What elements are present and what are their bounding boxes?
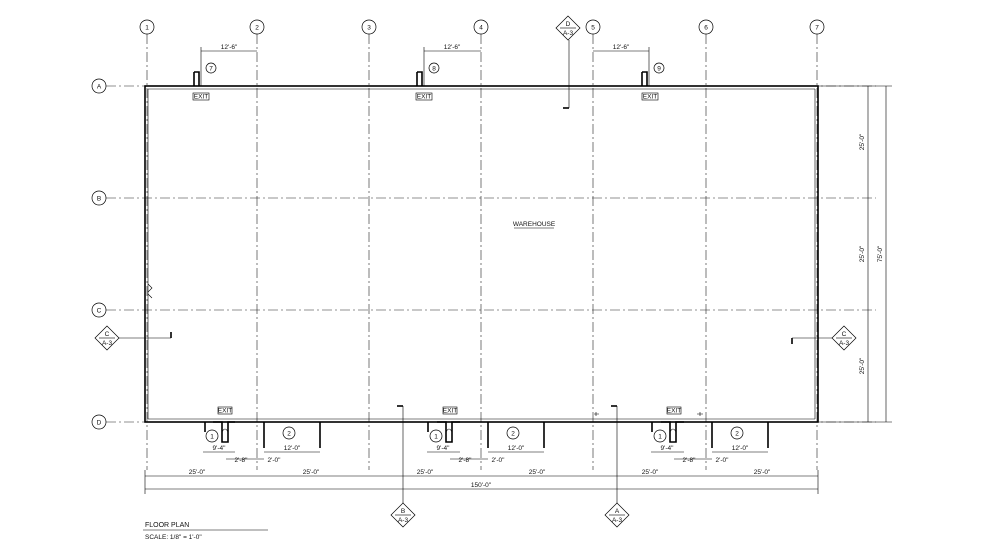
svg-text:C: C	[105, 331, 110, 338]
svg-text:12'-0": 12'-0"	[508, 445, 525, 452]
overall-width-dim: 150'-0"	[471, 482, 492, 489]
bottom-bay-3: EXIT 1 2 9'-4" 12'-0" 2'-8" 2'-0"	[651, 406, 769, 464]
svg-text:12'-0": 12'-0"	[284, 445, 301, 452]
svg-text:EXIT: EXIT	[667, 408, 681, 415]
svg-text:D: D	[97, 420, 102, 427]
svg-text:B: B	[97, 196, 101, 203]
svg-text:A-3: A-3	[839, 340, 850, 347]
svg-text:1: 1	[434, 434, 438, 441]
bottom-dimensions: 25'-0" 25'-0" 25'-0" 25'-0" 25'-0" 25'-0…	[144, 469, 819, 494]
section-marker-b-bottom: B A-3	[390, 405, 416, 528]
column-bubbles: 1 2 3 4 5 6 7	[139, 19, 825, 35]
svg-text:EXIT: EXIT	[417, 94, 431, 101]
svg-text:A: A	[97, 84, 102, 91]
grid-bubble-col-5: 5	[585, 19, 601, 35]
svg-text:2: 2	[735, 431, 739, 438]
grid-bubble-row-b: B	[91, 190, 107, 206]
svg-text:7: 7	[815, 25, 819, 32]
svg-text:2'-0": 2'-0"	[716, 457, 730, 464]
wall-break-marks	[594, 412, 703, 416]
column-gridlines	[146, 34, 818, 470]
svg-text:8: 8	[432, 65, 436, 72]
svg-text:EXIT: EXIT	[194, 94, 208, 101]
svg-text:2: 2	[287, 431, 291, 438]
svg-text:EXIT: EXIT	[643, 94, 657, 101]
svg-text:9'-4": 9'-4"	[437, 445, 451, 452]
svg-text:3: 3	[367, 25, 371, 32]
svg-text:9'-4": 9'-4"	[213, 445, 227, 452]
row-bubbles: A B C D	[91, 78, 107, 430]
svg-text:25'-0": 25'-0"	[859, 245, 866, 262]
svg-text:25'-0": 25'-0"	[859, 357, 866, 374]
svg-text:9: 9	[657, 65, 661, 72]
svg-text:2'-8": 2'-8"	[235, 457, 249, 464]
svg-text:5: 5	[591, 25, 595, 32]
grid-bubble-col-1: 1	[139, 19, 155, 35]
svg-text:12'-6": 12'-6"	[613, 44, 630, 51]
svg-text:1: 1	[145, 25, 149, 32]
drawing-title-block: FLOOR PLAN SCALE: 1/8" = 1'-0"	[143, 522, 268, 541]
section-marker-c-left: C A-3	[94, 325, 172, 351]
grid-bubble-col-6: 6	[698, 19, 714, 35]
section-marker-a-bottom: A A-3	[604, 405, 630, 528]
svg-text:25'-0": 25'-0"	[642, 469, 659, 476]
section-marker-c-right: C A-3	[791, 325, 857, 351]
exterior-walls	[144, 85, 819, 423]
top-door-8: 12'-6" 8 EXIT	[415, 44, 481, 101]
svg-text:2'-0": 2'-0"	[492, 457, 506, 464]
wall-marker	[147, 283, 153, 299]
top-door-9: 12'-6" 9 EXIT	[593, 44, 665, 101]
drawing-scale: SCALE: 1/8" = 1'-0"	[145, 534, 202, 541]
svg-text:A-3: A-3	[612, 517, 623, 524]
overall-depth-dim: 75'-0"	[877, 245, 884, 262]
svg-text:A-3: A-3	[398, 517, 409, 524]
grid-bubble-row-a: A	[91, 78, 107, 94]
svg-text:25'-0": 25'-0"	[303, 469, 320, 476]
svg-text:2'-8": 2'-8"	[683, 457, 697, 464]
svg-text:25'-0": 25'-0"	[189, 469, 206, 476]
drawing-title: FLOOR PLAN	[145, 522, 189, 529]
svg-text:2'-8": 2'-8"	[459, 457, 473, 464]
svg-text:B: B	[401, 508, 405, 515]
svg-text:1: 1	[210, 434, 214, 441]
svg-text:25'-0": 25'-0"	[529, 469, 546, 476]
svg-text:2'-0": 2'-0"	[268, 457, 282, 464]
right-dimensions: 25'-0" 25'-0" 25'-0" 75'-0"	[818, 85, 892, 423]
svg-text:2: 2	[255, 25, 259, 32]
row-gridlines	[106, 85, 876, 423]
svg-text:A: A	[615, 508, 620, 515]
svg-text:A-3: A-3	[102, 340, 113, 347]
svg-text:9'-4": 9'-4"	[661, 445, 675, 452]
svg-text:D: D	[566, 21, 571, 28]
svg-text:4: 4	[479, 25, 483, 32]
svg-text:1: 1	[658, 434, 662, 441]
top-door-7: 12'-6" 7 EXIT	[192, 44, 257, 101]
grid-bubble-col-4: 4	[473, 19, 489, 35]
svg-text:25'-0": 25'-0"	[754, 469, 771, 476]
svg-text:A-3: A-3	[563, 30, 574, 37]
section-marker-d-top: D A-3	[555, 15, 581, 109]
svg-text:25'-0": 25'-0"	[417, 469, 434, 476]
svg-text:C: C	[842, 331, 847, 338]
svg-text:EXIT: EXIT	[218, 408, 232, 415]
svg-text:12'-0": 12'-0"	[732, 445, 749, 452]
grid-bubble-row-d: D	[91, 414, 107, 430]
grid-bubble-col-3: 3	[361, 19, 377, 35]
room-label-warehouse: WAREHOUSE	[513, 221, 556, 228]
bottom-bay-2: EXIT 1 2 9'-4" 12'-0" 2'-8" 2'-0"	[427, 406, 545, 464]
grid-bubble-row-c: C	[91, 302, 107, 318]
svg-text:2: 2	[511, 431, 515, 438]
svg-text:12'-6": 12'-6"	[221, 44, 238, 51]
svg-text:6: 6	[704, 25, 708, 32]
svg-text:25'-0": 25'-0"	[859, 133, 866, 150]
svg-text:12'-6": 12'-6"	[444, 44, 461, 51]
svg-text:EXIT: EXIT	[443, 408, 457, 415]
grid-bubble-col-7: 7	[809, 19, 825, 35]
svg-text:C: C	[97, 308, 102, 315]
svg-text:7: 7	[209, 65, 213, 72]
grid-bubble-col-2: 2	[249, 19, 265, 35]
bottom-bay-1: EXIT 1 2 9'-4" 12'-0" 2'-8" 2'-0"	[203, 406, 321, 464]
